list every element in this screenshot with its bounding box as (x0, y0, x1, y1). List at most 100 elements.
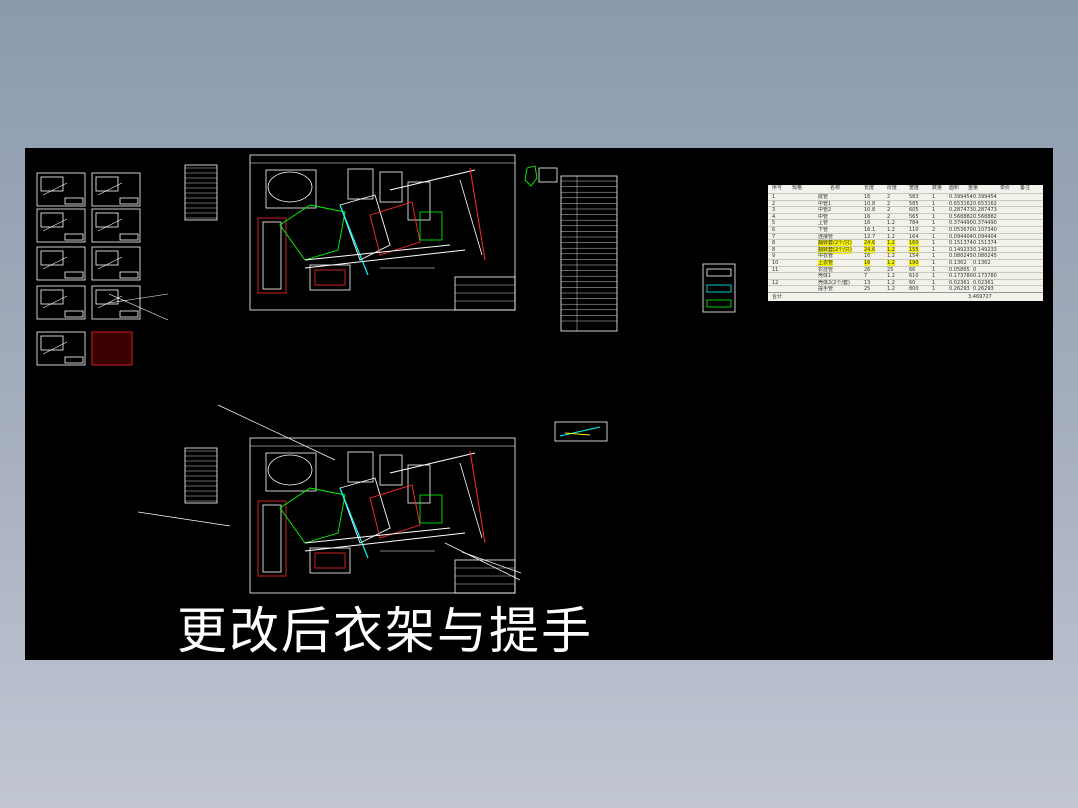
header-note: 备注 (1020, 185, 1031, 191)
total-value: 3.469727 (968, 294, 992, 300)
table-cell-area: 0.287473 (949, 207, 973, 214)
thumbnail-sheet (91, 285, 141, 320)
thumbnail-sheet (36, 208, 86, 243)
thumbnail-part (40, 212, 64, 228)
table-cell-width: 784 (909, 220, 919, 227)
thumbnail-line (42, 295, 68, 309)
table-cell-width: 110 (909, 227, 919, 233)
sheet-bottom-bom (184, 447, 218, 504)
sheet-top-block-green (419, 211, 443, 241)
table-cell-name: 中管1 (818, 200, 832, 207)
table-cell-width: 155 (909, 246, 919, 254)
table-cell-name: 衣挂管 (818, 266, 834, 273)
header-length: 长度 (864, 185, 875, 191)
sheet-top-wheel-bracket (309, 264, 351, 291)
sheet-bottom-bracket-2 (407, 464, 431, 504)
thumbnail-part (40, 250, 64, 266)
table-cell-qty: 1 (932, 279, 936, 286)
table-cell-qty: 1 (932, 240, 936, 247)
thumbnail-line (42, 256, 68, 270)
table-cell-area: 0.053670 (949, 227, 973, 233)
table-cell-name: 上管 (818, 220, 829, 227)
table-cell-qty: 1 (932, 246, 936, 253)
thumbnail-sheet (91, 246, 141, 281)
leader-line-4 (461, 551, 522, 574)
table-cell-length: 24.6 (864, 240, 876, 248)
table-cell-weight: 0.568882 (973, 213, 997, 220)
table-cell-no: 8 (772, 246, 776, 253)
sheet-top-frame-red (369, 201, 421, 256)
thumbnail-titleblock (119, 310, 139, 318)
table-cell-no: 12 (772, 279, 779, 286)
table-cell-length: 26 (864, 266, 871, 273)
table-cell-width: 154 (909, 253, 919, 260)
table-cell-qty: 1 (932, 233, 936, 240)
table-cell-area: 0.374490 (949, 220, 973, 227)
table-cell-qty: 1 (932, 260, 936, 266)
cad-viewport[interactable]: 更改后衣架与提手 序号 规格 名称 长度 厚度 宽度 数量 面积 重量 单价 备… (25, 148, 1053, 660)
thumbnail-line (42, 341, 68, 355)
sheet-top-tube-cyan (339, 204, 369, 276)
table-cell-length: 16 (864, 213, 871, 220)
table-cell-no: 7 (772, 233, 776, 240)
table-cell-length: 10.8 (864, 207, 876, 214)
middle-detail-line (559, 426, 601, 437)
thumbnail-part (95, 250, 119, 266)
leader-line (108, 293, 169, 321)
small-part-green (524, 165, 538, 187)
table-cell-name: 连接管 (818, 233, 834, 240)
table-cell-weight: 0.107340 (973, 227, 997, 233)
table-cell-no: 3 (772, 207, 776, 214)
right-thumb-1 (706, 268, 732, 277)
small-part-box (538, 167, 558, 183)
table-cell-weight: 0.173780 (973, 273, 997, 280)
table-cell-thick: 1.2 (887, 246, 895, 254)
sheet-top-bracket (379, 171, 403, 203)
thumbnail-titleblock (119, 197, 139, 205)
sheet-bottom-tube-inner (262, 504, 282, 573)
thumbnail-titleblock (64, 271, 84, 279)
table-cell-weight: 0.151374 (973, 240, 997, 247)
thumbnail-line (97, 295, 123, 309)
table-cell-qty: 1 (932, 266, 936, 273)
table-cell-thick: 1.2 (887, 240, 895, 248)
sheet-bottom-handle-line (389, 452, 476, 474)
thumbnail-titleblock (64, 233, 84, 241)
thumbnail-part (95, 212, 119, 228)
table-cell-qty: 1 (932, 207, 936, 214)
table-total-row: 合计 3.469727 (768, 292, 1043, 301)
table-cell-no: 1 (772, 194, 776, 200)
table-cell-width: 610 (909, 273, 919, 280)
sheet-bottom-wheel-bracket-red (314, 552, 346, 569)
sheet-bottom-frame-red (369, 484, 421, 539)
header-qty: 数量 (932, 185, 943, 191)
leader-line (108, 293, 169, 304)
header-thick: 厚度 (887, 185, 898, 191)
table-cell-no: 9 (772, 253, 776, 260)
table-cell-width: 164 (909, 233, 919, 240)
sheet-bottom-base-line (304, 527, 451, 544)
sheet-top-handle-red (469, 167, 486, 261)
sheet-bottom-wheel-bracket (309, 547, 351, 574)
leader-line-2 (137, 511, 231, 527)
thumbnail-part (95, 289, 119, 305)
table-cell-name: 中衣管 (818, 253, 834, 260)
middle-detail-line-2 (564, 432, 591, 436)
thumbnail-titleblock (119, 233, 139, 241)
sheet-bottom-handle-white (459, 462, 483, 539)
thumbnail-part (40, 289, 64, 305)
thumbnail-sheet (36, 331, 86, 366)
table-cell-area: 0.02361 (949, 279, 970, 286)
table-cell-width: 585 (909, 200, 919, 207)
sheet-bottom-frame-white (339, 477, 391, 544)
table-cell-width: 160 (909, 240, 919, 248)
